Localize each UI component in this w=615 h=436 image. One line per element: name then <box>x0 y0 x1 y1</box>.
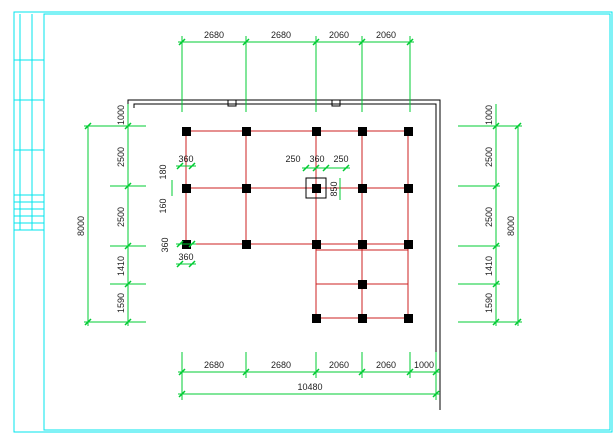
tick-2 <box>242 38 250 46</box>
tick-6 <box>178 368 186 376</box>
column-4 <box>358 127 367 136</box>
bottom-dim-5: 1000 <box>414 360 434 370</box>
col-dim-a: 360 <box>178 154 193 164</box>
tick-15 <box>84 318 92 326</box>
column-12 <box>242 240 251 249</box>
left-dim-3: 2500 <box>116 207 126 227</box>
tick-32 <box>176 260 184 268</box>
left-dim-1: 1000 <box>116 105 126 125</box>
top-dim-3: 2060 <box>329 30 349 40</box>
tick-35 <box>312 164 320 172</box>
tick-21 <box>514 122 522 130</box>
tick-8 <box>312 368 320 376</box>
bottom-dim-4: 2060 <box>376 360 396 370</box>
tick-33 <box>188 260 196 268</box>
column-18 <box>358 314 367 323</box>
column-10 <box>404 184 413 193</box>
top-dimension-labels: 2680 2680 2060 2060 <box>204 30 396 40</box>
drawing-frame <box>13 11 613 433</box>
left-total: 8000 <box>76 216 86 236</box>
tick-11 <box>432 368 440 376</box>
top-dim-2: 2680 <box>271 30 291 40</box>
mid-dim-left: 250 <box>285 154 300 164</box>
tick-29 <box>188 162 196 170</box>
column-1 <box>182 127 191 136</box>
tick-30 <box>176 240 184 248</box>
left-dim-4: 1410 <box>116 256 126 276</box>
column-16 <box>358 280 367 289</box>
dimension-lines <box>84 36 522 400</box>
tick-1 <box>178 38 186 46</box>
left-dim-2: 2500 <box>116 147 126 167</box>
mid-dim-vertical: 850 <box>329 181 339 196</box>
tick-12 <box>178 390 186 398</box>
mid-dim-center: 360 <box>309 154 324 164</box>
tick-37 <box>342 164 350 172</box>
tick-25 <box>492 242 500 250</box>
detail-dimension-labels: 360 180 160 360 360 250 360 250 850 <box>158 154 349 262</box>
column-14 <box>358 240 367 249</box>
column-7 <box>242 184 251 193</box>
tick-22 <box>514 318 522 326</box>
left-dim-5: 1590 <box>116 293 126 313</box>
right-dim-1: 1000 <box>484 105 494 125</box>
tick-34 <box>302 164 310 172</box>
right-dim-5: 1590 <box>484 293 494 313</box>
column-15 <box>404 240 413 249</box>
tick-19 <box>124 280 132 288</box>
column-8 <box>312 184 321 193</box>
tick-23 <box>492 122 500 130</box>
mid-dim-right: 250 <box>333 154 348 164</box>
bottom-dim-3: 2060 <box>329 360 349 370</box>
column-19 <box>404 314 413 323</box>
tick-36 <box>322 164 330 172</box>
right-dim-2: 2500 <box>484 147 494 167</box>
column-5 <box>404 127 413 136</box>
tick-31 <box>188 240 196 248</box>
column-3 <box>312 127 321 136</box>
column-9 <box>358 184 367 193</box>
right-dim-3: 2500 <box>484 207 494 227</box>
tick-4 <box>358 38 366 46</box>
col-dim-d: 360 <box>160 237 170 252</box>
tick-20 <box>124 318 132 326</box>
detail-box <box>305 177 327 199</box>
tick-17 <box>124 182 132 190</box>
tick-24 <box>492 182 500 190</box>
tick-5 <box>406 38 414 46</box>
tick-26 <box>492 280 500 288</box>
right-total: 8000 <box>506 216 516 236</box>
right-dim-4: 1410 <box>484 256 494 276</box>
tick-27 <box>492 318 500 326</box>
tick-7 <box>242 368 250 376</box>
tick-28 <box>176 162 184 170</box>
top-dim-1: 2680 <box>204 30 224 40</box>
right-dimension-labels: 1000 2500 2500 1410 1590 8000 <box>484 105 516 313</box>
tick-10 <box>406 368 414 376</box>
bottom-dim-2: 2680 <box>271 360 291 370</box>
bottom-dim-1: 2680 <box>204 360 224 370</box>
tick-9 <box>358 368 366 376</box>
bottom-total: 10480 <box>297 382 322 392</box>
tick-16 <box>124 122 132 130</box>
column-17 <box>312 314 321 323</box>
top-dim-4: 2060 <box>376 30 396 40</box>
tick-18 <box>124 242 132 250</box>
left-dimension-labels: 1000 2500 2500 1410 1590 8000 <box>76 105 126 313</box>
dimension-ticks <box>84 38 522 398</box>
col-dim-c: 160 <box>158 198 168 213</box>
column-13 <box>312 240 321 249</box>
col-dim-b: 180 <box>158 164 168 179</box>
tick-14 <box>84 122 92 130</box>
tick-3 <box>312 38 320 46</box>
tick-13 <box>432 390 440 398</box>
bottom-dimension-labels: 2680 2680 2060 2060 1000 10480 <box>204 360 434 392</box>
column-2 <box>242 127 251 136</box>
col-dim-e: 360 <box>178 252 193 262</box>
column-6 <box>182 184 191 193</box>
